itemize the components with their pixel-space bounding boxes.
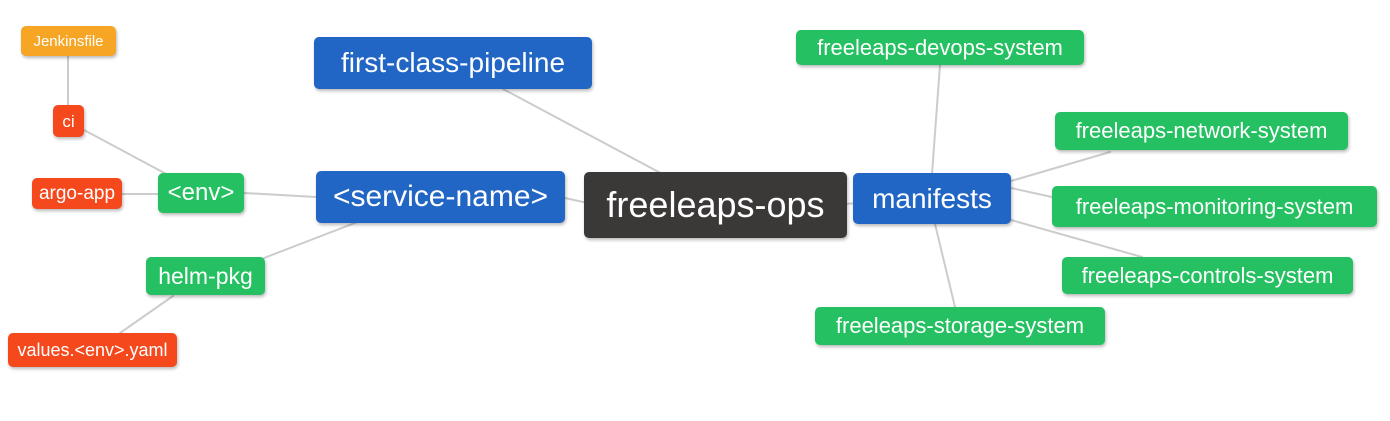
node-values-env-yaml[interactable]: values.<env>.yaml — [8, 333, 177, 367]
node-freeleaps-ops[interactable]: freeleaps-ops — [584, 172, 847, 238]
node-env[interactable]: <env> — [158, 173, 244, 213]
edge-manifests-to-freeleaps-controls-system — [1010, 219, 1143, 258]
node-first-class-pipeline[interactable]: first-class-pipeline — [314, 37, 592, 89]
node-freeleaps-controls-system[interactable]: freeleaps-controls-system — [1062, 257, 1353, 294]
node-helm-pkg[interactable]: helm-pkg — [146, 257, 265, 295]
node-argo-app[interactable]: argo-app — [32, 178, 122, 209]
edge-manifests-to-freeleaps-monitoring-system — [1010, 187, 1053, 198]
node-ci[interactable]: ci — [53, 105, 84, 137]
node-freeleaps-monitoring-system[interactable]: freeleaps-monitoring-system — [1052, 186, 1377, 227]
node-jenkinsfile[interactable]: Jenkinsfile — [21, 26, 116, 56]
node-freeleaps-network-system[interactable]: freeleaps-network-system — [1055, 112, 1348, 150]
edge-manifests-to-freeleaps-devops-system — [931, 64, 941, 175]
node-manifests[interactable]: manifests — [853, 173, 1011, 224]
edge-ci-to-env — [83, 129, 171, 177]
node-freeleaps-storage-system[interactable]: freeleaps-storage-system — [815, 307, 1105, 345]
edge-manifests-to-freeleaps-network-system — [1010, 151, 1111, 182]
edge-manifests-to-freeleaps-storage-system — [934, 223, 956, 308]
edge-values-env-yaml-to-helm-pkg — [119, 295, 174, 334]
node-freeleaps-devops-system[interactable]: freeleaps-devops-system — [796, 30, 1084, 65]
edge-helm-pkg-to-service-name — [263, 220, 361, 259]
node-service-name[interactable]: <service-name> — [316, 171, 565, 223]
edge-first-class-pipeline-to-freeleaps-ops — [502, 88, 669, 178]
edge-env-to-service-name — [243, 192, 317, 198]
